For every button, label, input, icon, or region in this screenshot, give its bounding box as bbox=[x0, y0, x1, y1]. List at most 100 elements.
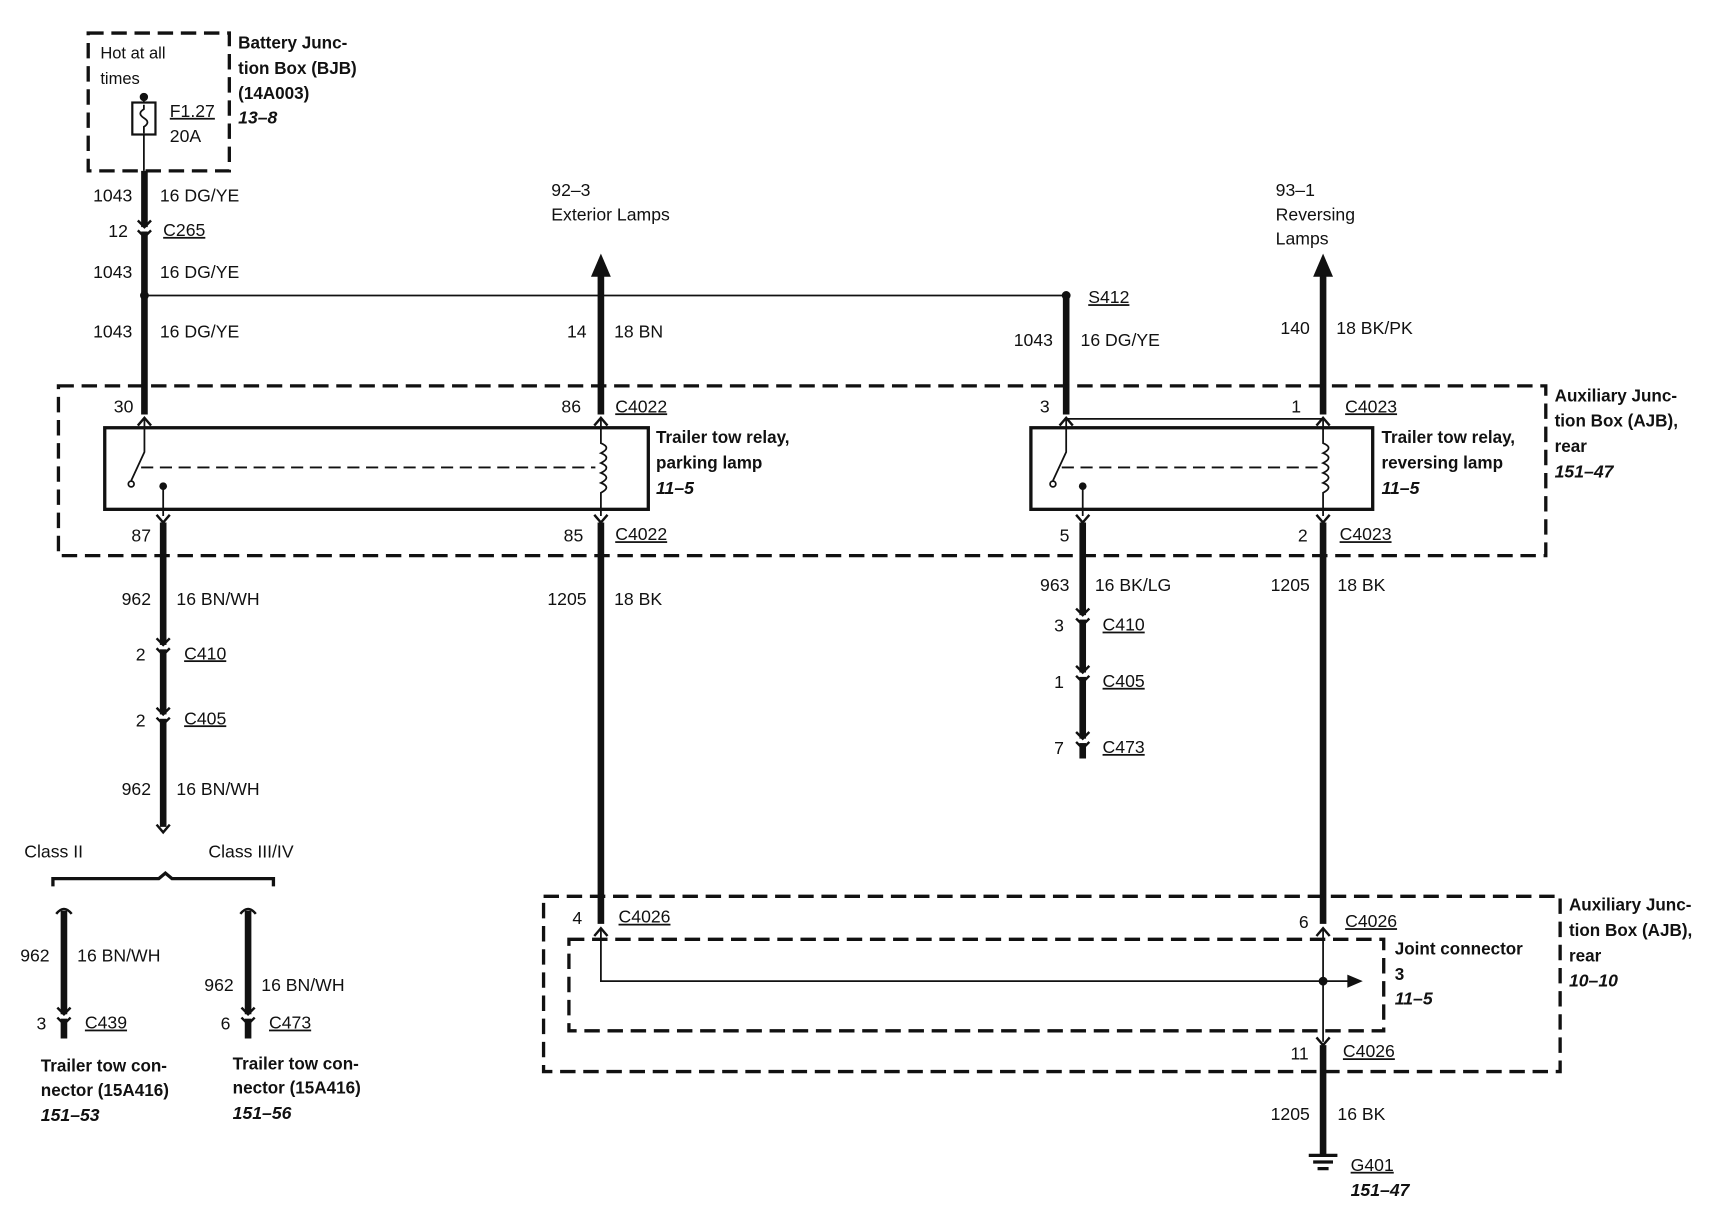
connector-pin: 3 bbox=[36, 1014, 46, 1034]
auxiliary-junction-box-relays: Auxiliary Junc- tion Box (AJB), rear 151… bbox=[56, 384, 1678, 558]
bjb-dashed-outline bbox=[86, 31, 231, 173]
wire-end-chevron bbox=[155, 823, 171, 835]
connector-gap bbox=[1077, 615, 1089, 620]
connector-chevrons bbox=[1075, 665, 1091, 685]
connector-chevrons bbox=[56, 1006, 72, 1026]
connector-gap bbox=[1077, 672, 1089, 677]
connector-chevrons bbox=[1075, 731, 1091, 751]
pin-leads bbox=[162, 486, 602, 516]
circuit-number: 1043 bbox=[93, 262, 132, 282]
circuit-number: 1205 bbox=[547, 589, 586, 609]
joint-connector-label-line-2: 3 bbox=[1395, 965, 1405, 984]
fuse-element bbox=[139, 104, 149, 134]
joint-pin: 11 bbox=[1290, 1043, 1308, 1063]
circuit-1205-reversing-relay: 1205 18 BK bbox=[1271, 522, 1386, 924]
inline-connector-symbol bbox=[56, 1006, 72, 1026]
circuit-number: 140 bbox=[1280, 318, 1310, 338]
wire-spec: 16 DG/YE bbox=[160, 262, 239, 282]
bjb-note-line-1: Hot at all bbox=[100, 43, 165, 62]
circuit-number: 1205 bbox=[1271, 1104, 1310, 1124]
ground-name: G401 bbox=[1351, 1155, 1394, 1175]
relay-pin: 86 bbox=[561, 396, 581, 416]
connector-gap bbox=[138, 227, 150, 232]
trailer-connector-label-line-1: Trailer tow con- bbox=[41, 1057, 167, 1076]
trailer-connector-label-line-2: nector (15A416) bbox=[233, 1079, 361, 1098]
ajb-title-line-2: tion Box (AJB), bbox=[1555, 412, 1678, 431]
pin-chevron bbox=[1075, 514, 1331, 525]
bjb-title-line-1: Battery Junc- bbox=[238, 34, 347, 53]
joint-connector-page-ref: 11–5 bbox=[1395, 988, 1434, 1008]
circuit-number: 962 bbox=[122, 589, 151, 609]
relay-page-ref: 11–5 bbox=[656, 478, 695, 498]
relay-connector-name: C4022 bbox=[615, 524, 667, 544]
fuse-id: F1.27 bbox=[170, 101, 215, 121]
fuse-feed-dot bbox=[139, 92, 149, 102]
wire-top-cap bbox=[239, 907, 257, 915]
wire-spec: 16 BK/LG bbox=[1095, 575, 1171, 595]
pin-leads bbox=[1081, 486, 1324, 516]
circuit-number: 962 bbox=[122, 779, 151, 799]
connector-chevrons bbox=[155, 637, 171, 657]
connector-gap bbox=[157, 714, 169, 719]
relay-label-line-2: parking lamp bbox=[656, 454, 762, 473]
relay-label-line-2: reversing lamp bbox=[1382, 454, 1504, 473]
circuit-number: 963 bbox=[1040, 575, 1070, 595]
relay-coil bbox=[598, 427, 608, 510]
class-ii-label: Class II bbox=[24, 842, 83, 862]
connector-pin: 7 bbox=[1054, 738, 1064, 758]
wire-spec: 16 DG/YE bbox=[160, 186, 239, 206]
trailer-connector-page-ref: 151–53 bbox=[41, 1105, 100, 1125]
ground-page-ref: 151–47 bbox=[1351, 1180, 1411, 1200]
feed-circuit-1043: 1043 16 DG/YE 12 C265 1043 16 DG/YE 1043… bbox=[93, 170, 1160, 415]
exterior-lamps-destination: 92–3 Exterior Lamps 14 18 BN bbox=[551, 180, 670, 415]
ground-icon bbox=[1308, 1153, 1338, 1171]
relay-pin: 5 bbox=[1060, 525, 1070, 545]
circuit-number: 1043 bbox=[1014, 330, 1053, 350]
pin-chevron bbox=[155, 514, 609, 525]
inline-connector-symbol bbox=[1075, 665, 1091, 685]
wire-spec: 16 BN/WH bbox=[176, 779, 259, 799]
relay-connector-name: C4023 bbox=[1345, 396, 1397, 416]
relay-pin: 85 bbox=[564, 525, 584, 545]
connector-gap bbox=[58, 1014, 70, 1019]
connector-name: C405 bbox=[184, 708, 226, 728]
ajb-dashed-outline bbox=[56, 384, 1548, 558]
ajb-page-ref: 10–10 bbox=[1569, 971, 1618, 991]
ajb-title-line-3: rear bbox=[1569, 946, 1602, 965]
wire-spec: 18 BK bbox=[1337, 575, 1385, 595]
wire-spec: 18 BK/PK bbox=[1336, 318, 1413, 338]
relay-page-ref: 11–5 bbox=[1382, 478, 1421, 498]
trailer-tow-relay-parking-lamp: 30 86 C4022 87 85 C4022 Trailer tow rela… bbox=[103, 396, 790, 545]
circuit-number: 962 bbox=[204, 975, 233, 995]
ajb-title-line-3: rear bbox=[1555, 437, 1588, 456]
class-ii-branch: 962 16 BN/WH 3 C439 Trailer tow con- nec… bbox=[20, 907, 169, 1125]
circuit-1205-parking-relay: 1205 18 BK bbox=[547, 522, 662, 924]
connector-name: C410 bbox=[184, 643, 226, 663]
fuse-symbol bbox=[131, 101, 157, 136]
connector-name: C410 bbox=[1103, 615, 1145, 635]
inline-connector-symbol bbox=[155, 706, 171, 727]
connector-pin: 3 bbox=[1054, 616, 1064, 636]
arrow-up-icon bbox=[590, 253, 611, 277]
arrow-right-icon bbox=[1347, 974, 1363, 988]
circuit-962-parking-output: 962 16 BN/WH 2 C410 2 C405 962 16 BN/WH bbox=[122, 522, 260, 835]
trailer-connector-label-line-2: nector (15A416) bbox=[41, 1081, 169, 1100]
relay-switch-blade bbox=[130, 427, 146, 482]
connector-gap bbox=[242, 1014, 254, 1019]
connector-pin: 1 bbox=[1054, 672, 1064, 692]
inline-connector-symbol bbox=[1075, 607, 1091, 627]
wire-spec: 16 BN/WH bbox=[261, 975, 344, 995]
switch-contact bbox=[1049, 480, 1057, 488]
connector-pin: 12 bbox=[108, 221, 128, 241]
destination-ref: 93–1 bbox=[1276, 180, 1315, 200]
bjb-note-line-2: times bbox=[100, 69, 139, 88]
connector-pin: 6 bbox=[221, 1014, 231, 1034]
fuse-rating: 20A bbox=[170, 126, 202, 146]
relay-body bbox=[1029, 426, 1375, 511]
battery-junction-box: Hot at all times F1.27 20A Battery Junc-… bbox=[86, 31, 357, 173]
trailer-class-split: Class II Class III/IV bbox=[24, 842, 294, 887]
connector-name: C439 bbox=[85, 1013, 127, 1033]
wire-spec: 16 DG/YE bbox=[160, 321, 239, 341]
